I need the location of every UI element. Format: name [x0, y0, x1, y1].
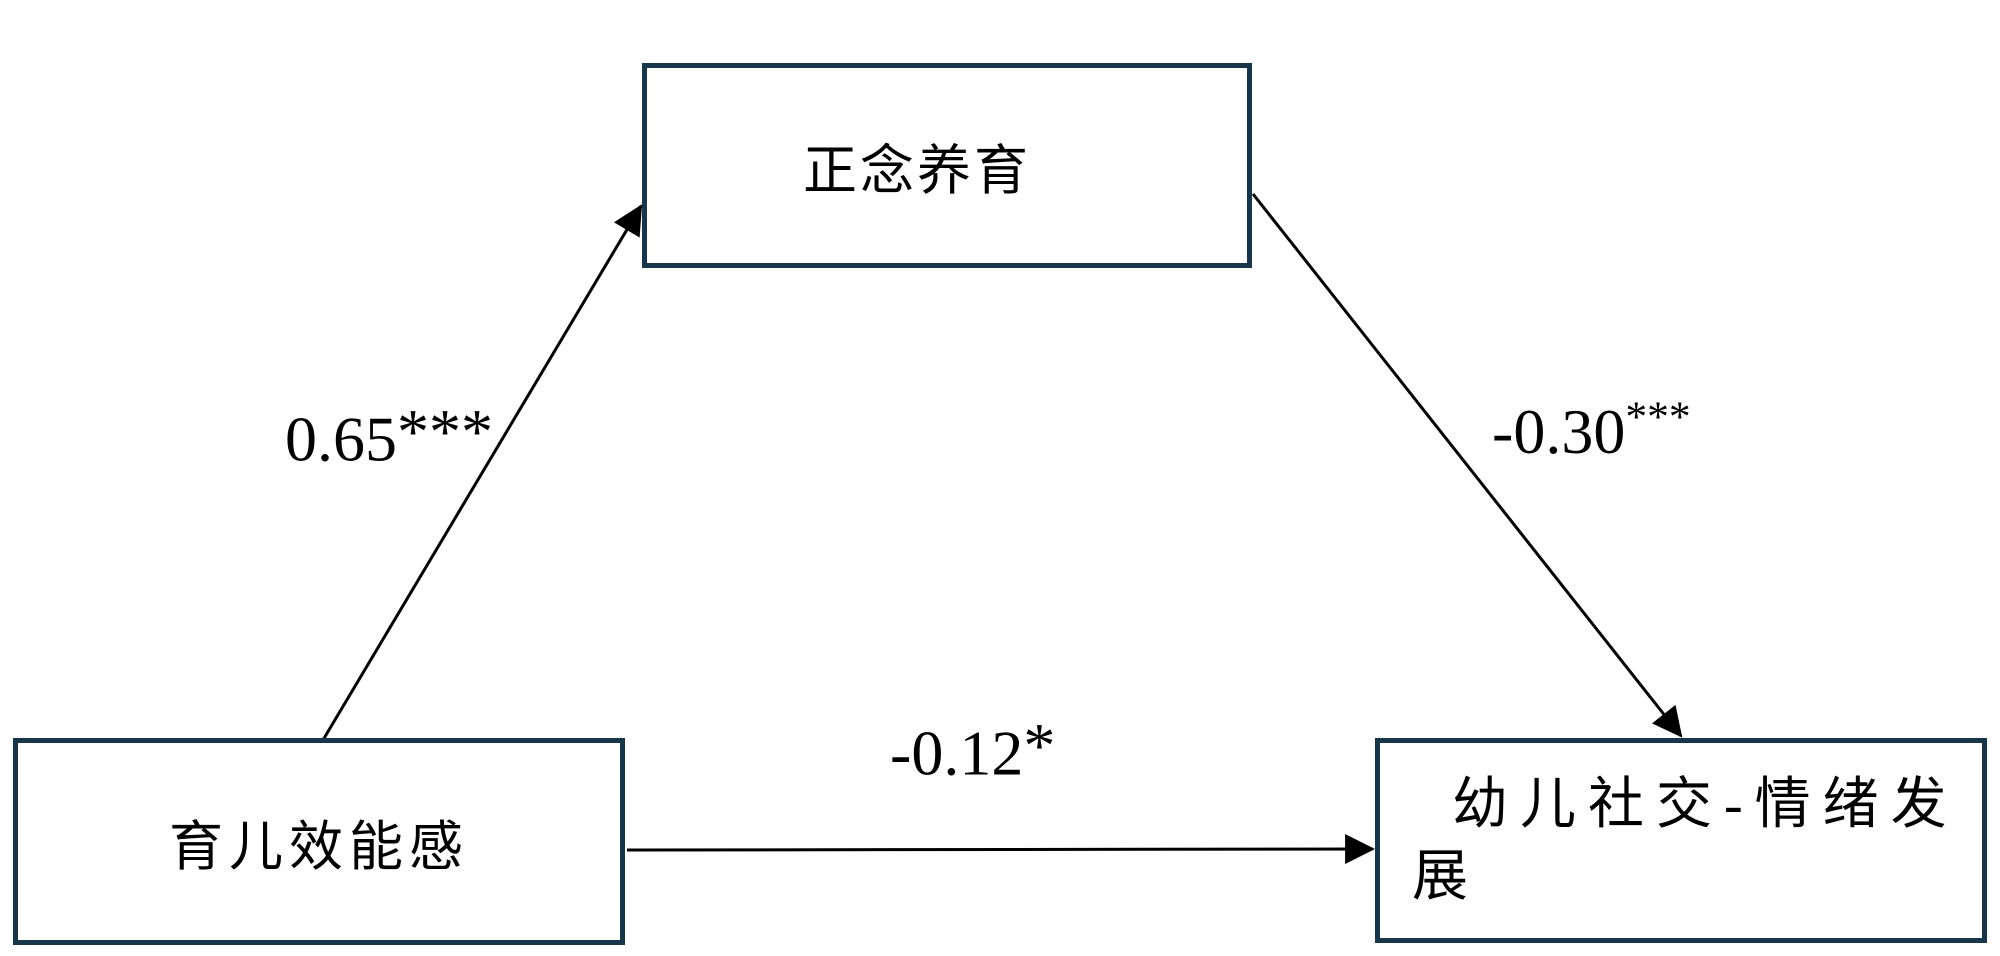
- path-b-significance-stars: ***: [1625, 393, 1691, 441]
- path-a-coefficient-label: 0.65***: [285, 400, 493, 472]
- node-child-social-emotional-development-label: 幼儿社交-情绪发展: [1412, 774, 1959, 908]
- node-mindful-parenting-label: 正念养育: [803, 141, 1031, 201]
- node-mindful-parenting: 正念养育: [642, 63, 1252, 268]
- node-child-social-emotional-development: 幼儿社交-情绪发展: [1375, 738, 1987, 943]
- node-parenting-self-efficacy: 育儿效能感: [13, 738, 625, 945]
- path-a-coefficient: 0.65: [285, 403, 397, 475]
- path-c-significance-stars: *: [1023, 710, 1056, 781]
- node-parenting-self-efficacy-label: 育儿效能感: [169, 817, 469, 877]
- path-c-arrow: [626, 834, 1376, 865]
- path-c-coefficient-label: -0.12*: [890, 714, 1055, 786]
- path-b-coefficient-label: -0.30***: [1492, 393, 1691, 467]
- path-b-arrow: [1251, 193, 1683, 738]
- path-c-coefficient: -0.12: [890, 717, 1024, 789]
- path-a-significance-stars: ***: [397, 396, 493, 467]
- path-b-coefficient: -0.30: [1492, 395, 1626, 467]
- path-a-arrow: [321, 204, 643, 741]
